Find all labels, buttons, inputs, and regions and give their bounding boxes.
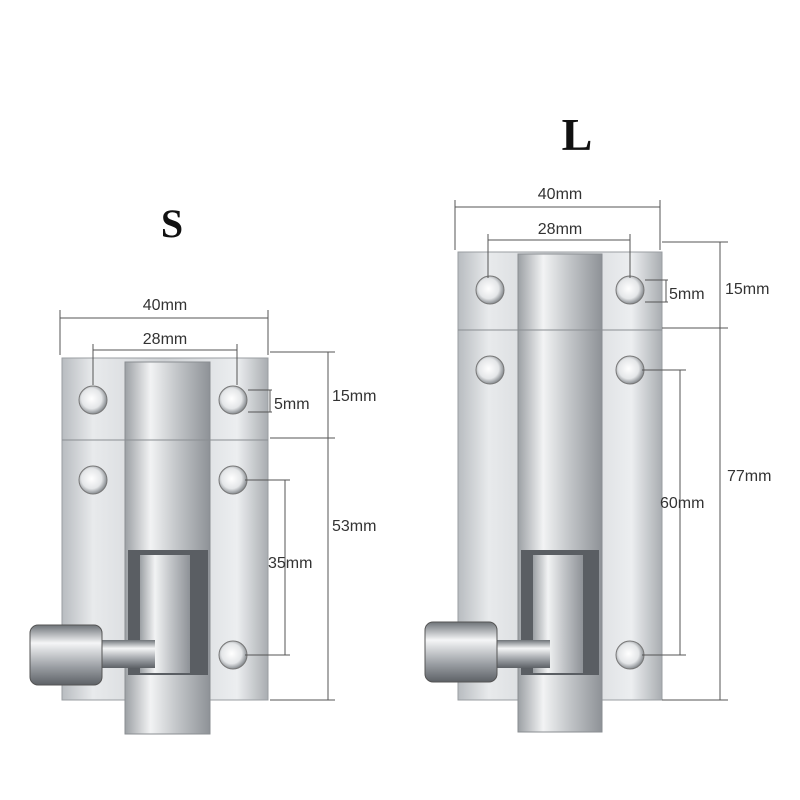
hole-diameter-label: 5mm (669, 286, 705, 303)
screw-hole (615, 275, 645, 305)
screw-hole (475, 275, 505, 305)
total-height-label: 53mm (332, 518, 376, 535)
screw-hole (218, 385, 248, 415)
size-label: S (161, 201, 183, 246)
bolt-arm (95, 640, 155, 668)
screw-hole (615, 355, 645, 385)
bolt-knob (424, 621, 498, 683)
screw-hole (218, 465, 248, 495)
size-label: L (562, 109, 593, 160)
screw-hole (615, 640, 645, 670)
screw-hole (78, 465, 108, 495)
dimension-lines (454, 200, 728, 701)
hole-diameter-label: 5mm (274, 396, 310, 413)
top-band-label: 15mm (332, 388, 376, 405)
hole-spacing-label: 35mm (268, 555, 312, 572)
bolt-arm (490, 640, 550, 668)
latch-large: L 40mm 28mm 5mm 15mm 77mm 60mm (424, 109, 771, 733)
screw-hole (78, 385, 108, 415)
latch-small: S 40mm 28mm 5mm 15mm 53mm 35mm (29, 201, 376, 735)
outer-width-label: 40mm (538, 186, 582, 203)
screw-hole (475, 355, 505, 385)
hole-width-label: 28mm (143, 331, 187, 348)
dimension-lines (59, 310, 335, 701)
total-height-label: 77mm (727, 468, 771, 485)
hole-width-label: 28mm (538, 221, 582, 238)
top-band-label: 15mm (725, 281, 769, 298)
bolt-knob (29, 624, 103, 686)
hole-spacing-label: 60mm (660, 495, 704, 512)
slide-tube (124, 361, 211, 735)
screw-hole (218, 640, 248, 670)
screw-holes (475, 275, 645, 670)
outer-width-label: 40mm (143, 297, 187, 314)
screw-holes (78, 385, 248, 670)
